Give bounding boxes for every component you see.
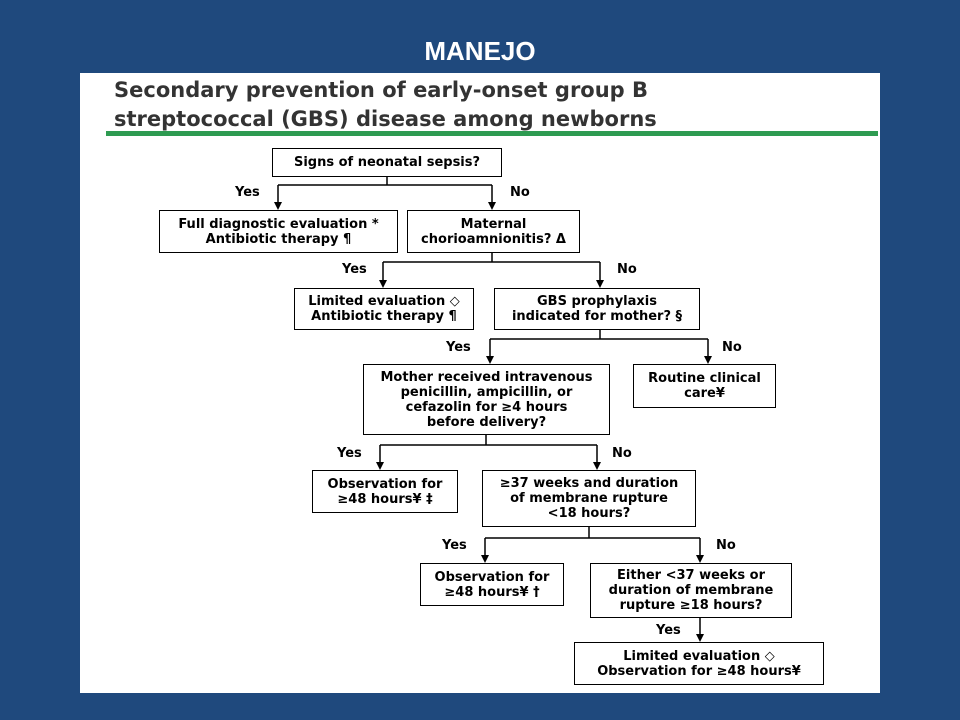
label-no-weeks37: No: [716, 538, 736, 553]
node-limited-evaluation: Limited evaluation ◇ Antibiotic therapy …: [294, 288, 474, 330]
slide-title: MANEJO: [424, 36, 536, 66]
node-full-evaluation: Full diagnostic evaluation * Antibiotic …: [159, 210, 398, 253]
label-yes-sepsis: Yes: [235, 185, 260, 200]
node-gbs-prophylaxis: GBS prophylaxis indicated for mother? §: [494, 288, 700, 330]
connector-mother: [379, 435, 598, 467]
node-routine-care: Routine clinical care¥: [633, 364, 776, 408]
heading-line-1: Secondary prevention of early-onset grou…: [114, 78, 649, 102]
flowchart-heading: Secondary prevention of early-onset grou…: [114, 76, 874, 134]
label-no-chorio: No: [617, 262, 637, 277]
label-yes-weeks37: Yes: [442, 538, 467, 553]
label-yes-gbs: Yes: [446, 340, 471, 355]
connector-gbs: [489, 330, 709, 361]
connector-sepsis: [277, 177, 493, 207]
connector-chorio: [382, 253, 601, 285]
node-observation-2: Observation for ≥48 hours¥ †: [420, 563, 564, 606]
node-sepsis: Signs of neonatal sepsis?: [272, 148, 502, 177]
label-yes-chorio: Yes: [342, 262, 367, 277]
node-chorioamnionitis: Maternal chorioamnionitis? Δ: [407, 210, 580, 253]
label-no-gbs: No: [722, 340, 742, 355]
node-either-condition: Either <37 weeks or duration of membrane…: [590, 563, 792, 618]
label-yes-mother: Yes: [337, 446, 362, 461]
heading-line-2: streptococcal (GBS) disease among newbor…: [114, 107, 657, 131]
accent-rule: [106, 131, 878, 136]
label-no-mother: No: [612, 446, 632, 461]
node-final-limited-evaluation: Limited evaluation ◇ Observation for ≥48…: [574, 642, 824, 685]
node-mother-received-antibiotics: Mother received intravenous penicillin, …: [363, 364, 610, 435]
label-no-sepsis: No: [510, 185, 530, 200]
connector-weeks37: [484, 527, 701, 560]
label-yes-either: Yes: [656, 623, 681, 638]
node-observation-1: Observation for ≥48 hours¥ ‡: [312, 470, 458, 513]
node-37-weeks: ≥37 weeks and duration of membrane ruptu…: [482, 470, 696, 527]
